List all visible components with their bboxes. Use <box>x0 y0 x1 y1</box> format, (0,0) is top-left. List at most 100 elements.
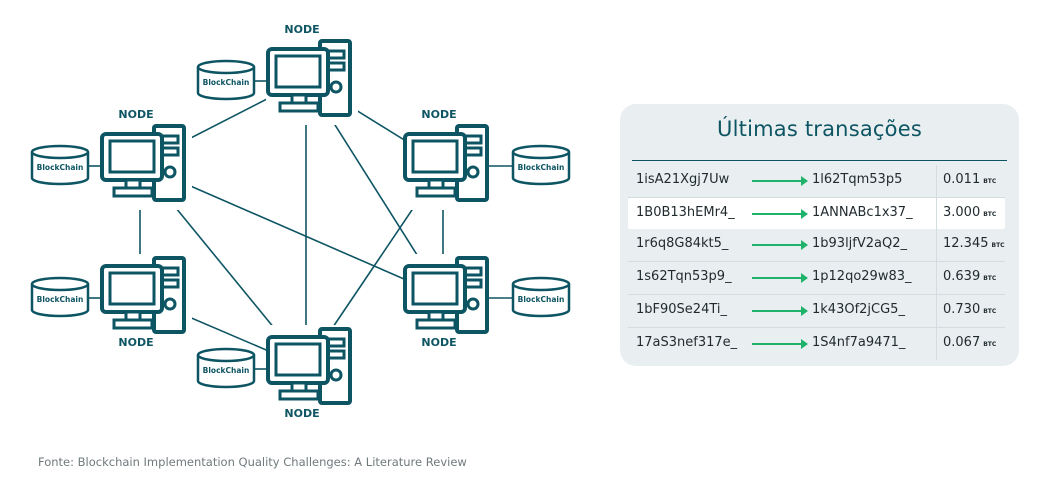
to-address: 1k43Of2jCG5_ <box>812 302 905 317</box>
arrow-right-icon <box>752 339 808 349</box>
blockchain-database-icon: BlockChain <box>30 276 90 318</box>
panel-title: Últimas transações <box>717 117 922 141</box>
arrow-right-icon <box>752 240 808 250</box>
arrow-right-icon <box>752 176 808 186</box>
column-divider <box>936 328 937 360</box>
amount-value: 0.639 <box>943 269 981 284</box>
blockchain-database-icon: BlockChain <box>196 347 256 389</box>
node-right-bottom: NODE BlockChain <box>403 254 571 349</box>
amount-value: 0.067 <box>943 335 981 350</box>
monitor-base-icon <box>415 186 457 198</box>
column-divider <box>936 165 937 197</box>
db-body <box>196 355 256 389</box>
screen-icon <box>411 271 459 306</box>
db-label: BlockChain <box>37 163 84 172</box>
currency-unit: BTC <box>983 275 997 282</box>
power-button-icon <box>466 297 480 311</box>
title-divider <box>632 160 1007 161</box>
currency-unit: BTC <box>991 242 1005 249</box>
column-divider <box>936 262 937 294</box>
node-top: NODE BlockChain <box>196 23 358 125</box>
currency-unit: BTC <box>983 341 997 348</box>
power-button-icon <box>329 368 343 382</box>
db-top <box>511 144 571 160</box>
node-label: NODE <box>118 336 153 349</box>
node-right-top: NODE BlockChain <box>403 108 571 210</box>
transactions-panel: Últimas transações 1isA21Xgj7Uw 1l62Tqm5… <box>620 104 1019 366</box>
db-label: BlockChain <box>518 163 565 172</box>
column-divider <box>936 198 937 229</box>
column-divider <box>936 229 937 261</box>
currency-unit: BTC <box>983 211 997 218</box>
network-nodes: NODEBlockChainNODEBlockChainNODEBlockCha… <box>30 23 571 420</box>
db-body <box>511 152 571 186</box>
node-label: NODE <box>421 108 456 121</box>
currency-unit: BTC <box>983 178 997 185</box>
monitor-base-icon <box>278 389 320 401</box>
db-body <box>511 284 571 318</box>
from-address: 17aS3nef317e_ <box>636 335 738 350</box>
monitor-base-icon <box>112 186 154 198</box>
node-label: NODE <box>284 23 319 36</box>
to-address: 1ANNABc1x37_ <box>812 205 913 220</box>
db-label: BlockChain <box>518 295 565 304</box>
blockchain-database-icon: BlockChain <box>511 276 571 318</box>
blockchain-database-icon: BlockChain <box>196 59 256 101</box>
from-address: 1s62Tqn53p9_ <box>636 269 732 284</box>
power-button-icon <box>466 165 480 179</box>
monitor-base-icon <box>415 318 457 330</box>
arrow-right-icon <box>752 306 808 316</box>
db-top <box>196 59 256 75</box>
node-left-bottom: NODE BlockChain <box>30 254 192 349</box>
screen-icon <box>411 139 459 174</box>
power-button-icon <box>329 80 343 94</box>
monitor-base-icon <box>278 101 320 113</box>
from-address: 1bF90Se24Ti_ <box>636 302 727 317</box>
node-left-top: NODE BlockChain <box>30 108 192 210</box>
from-address: 1B0B13hEMr4_ <box>636 205 735 220</box>
from-address: 1isA21Xgj7Uw <box>636 172 730 187</box>
to-address: 1S4nf7a9471_ <box>812 335 906 350</box>
amount-value: 0.730 <box>943 302 981 317</box>
blockchain-database-icon: BlockChain <box>30 144 90 186</box>
blockchain-database-icon: BlockChain <box>511 144 571 186</box>
power-button-icon <box>163 297 177 311</box>
arrow-right-icon <box>752 209 808 219</box>
to-address: 1b93ljfV2aQ2_ <box>812 236 907 251</box>
screen-icon <box>108 139 156 174</box>
screen-icon <box>274 342 322 377</box>
db-label: BlockChain <box>203 366 250 375</box>
node-label: NODE <box>118 108 153 121</box>
db-body <box>196 67 256 101</box>
db-top <box>196 347 256 363</box>
arrow-right-icon <box>752 273 808 283</box>
column-divider <box>936 295 937 327</box>
monitor-base-icon <box>112 318 154 330</box>
currency-unit: BTC <box>983 308 997 315</box>
to-address: 1l62Tqm53p5 <box>812 172 903 187</box>
power-button-icon <box>163 165 177 179</box>
db-label: BlockChain <box>37 295 84 304</box>
db-body <box>30 284 90 318</box>
screen-icon <box>108 271 156 306</box>
node-label: NODE <box>421 336 456 349</box>
amount-value: 3.000 <box>943 205 981 220</box>
from-address: 1r6q8G84kt5_ <box>636 236 729 251</box>
db-top <box>511 276 571 292</box>
db-top <box>30 276 90 292</box>
db-body <box>30 152 90 186</box>
